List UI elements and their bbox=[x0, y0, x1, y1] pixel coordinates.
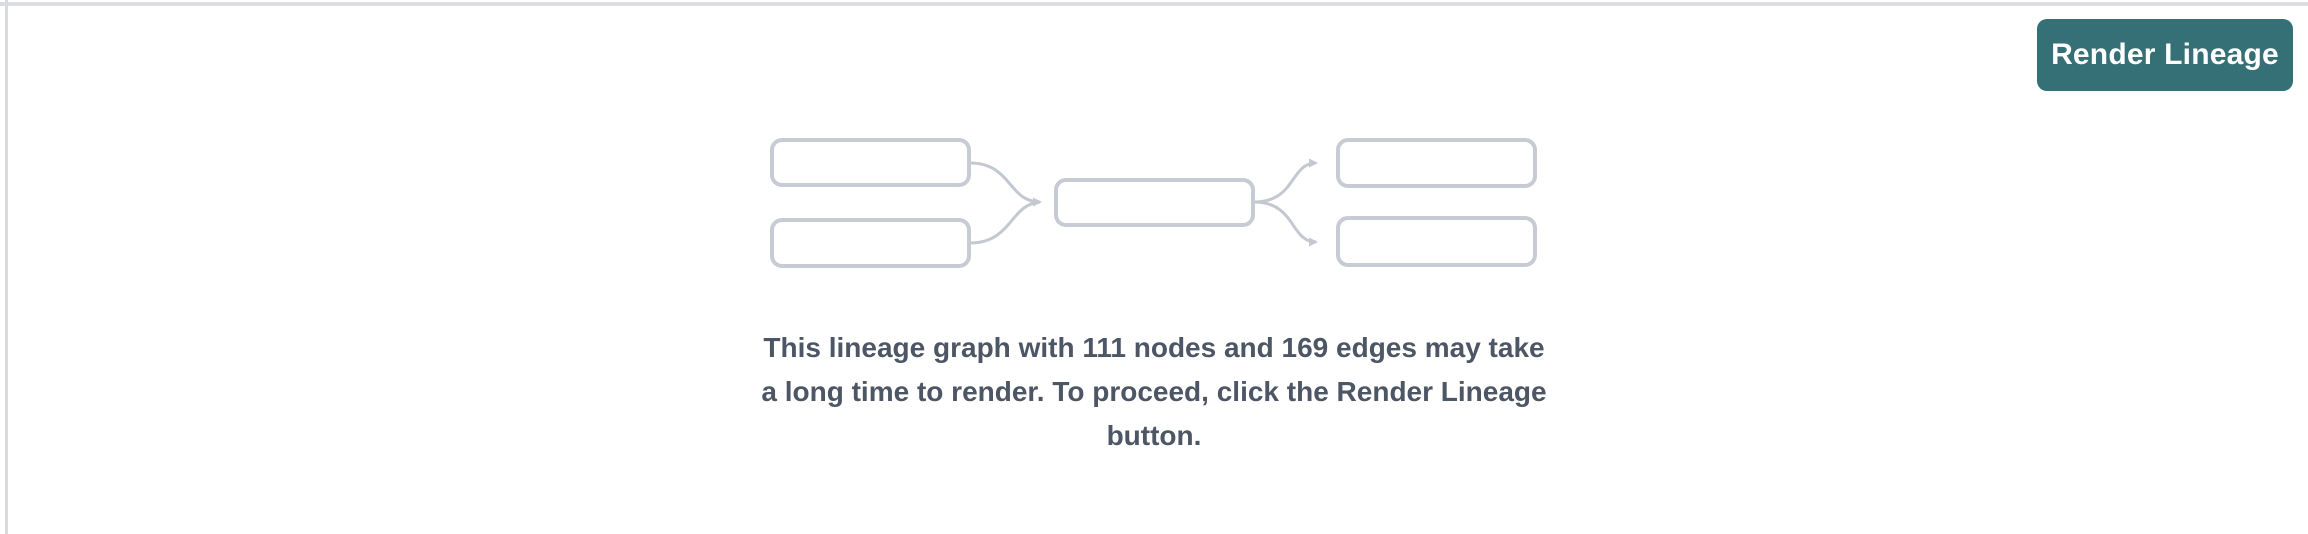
lineage-empty-state: This lineage graph with 111 nodes and 16… bbox=[0, 136, 2308, 458]
edge-downstream-bottom bbox=[1253, 200, 1318, 247]
edge-upstream-bottom bbox=[969, 200, 1041, 245]
lineage-warning-line-1: This lineage graph with 111 nodes and 16… bbox=[763, 332, 1545, 363]
lineage-warning-line-2: a long time to render. To proceed, click… bbox=[761, 376, 1547, 407]
node-downstream-bottom bbox=[1336, 216, 1537, 267]
edge-downstream-top bbox=[1253, 158, 1318, 204]
node-downstream-top bbox=[1336, 138, 1537, 188]
lineage-warning-line-3: button. bbox=[1106, 420, 1202, 451]
node-upstream-bottom bbox=[770, 218, 971, 268]
node-upstream-top bbox=[770, 138, 971, 187]
lineage-warning-message: This lineage graph with 111 nodes and 16… bbox=[761, 326, 1546, 458]
panel-left-border bbox=[5, 0, 8, 534]
panel-top-border bbox=[0, 2, 2308, 6]
edge-upstream-top bbox=[969, 161, 1042, 207]
lineage-graph-placeholder-icon bbox=[770, 138, 1537, 268]
render-lineage-button[interactable]: Render Lineage bbox=[2037, 19, 2293, 91]
node-center bbox=[1054, 178, 1255, 227]
